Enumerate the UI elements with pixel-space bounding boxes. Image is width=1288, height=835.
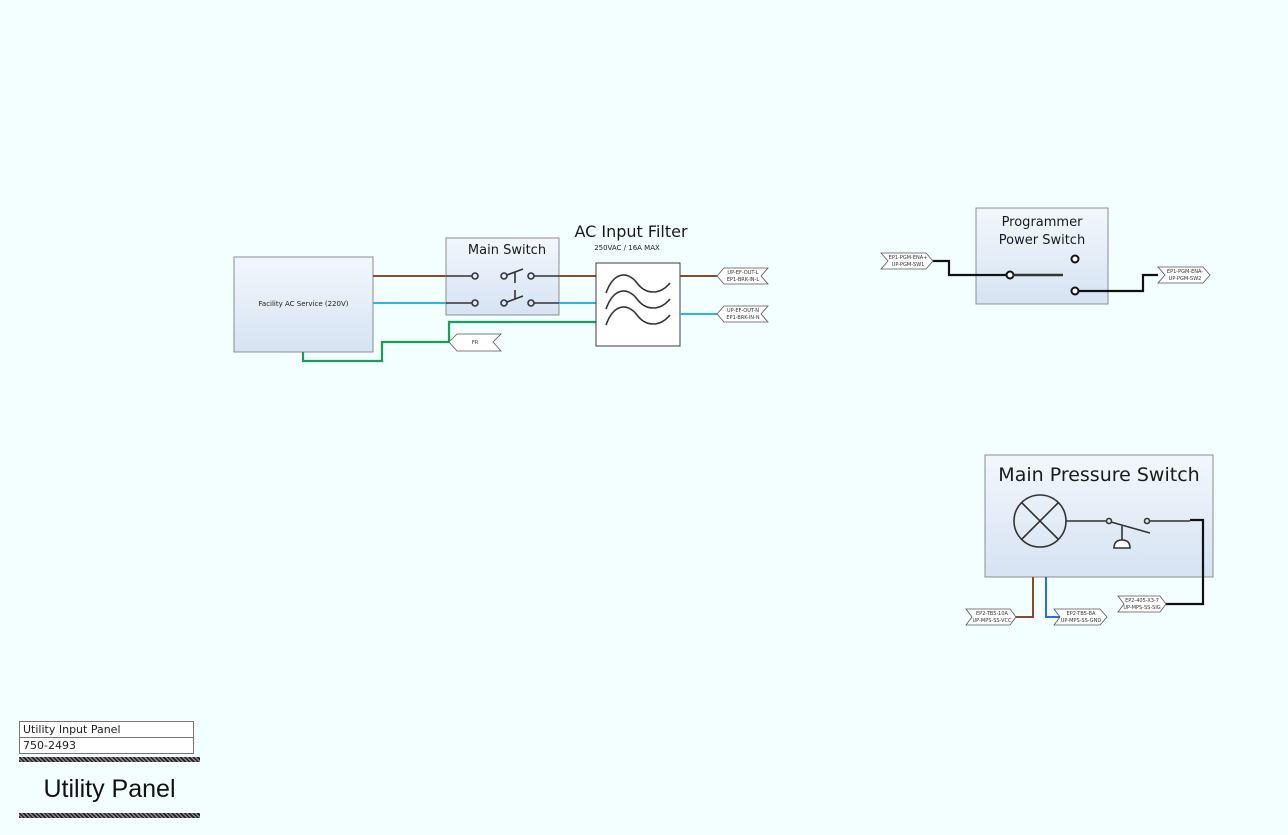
connector-mps-sig-line2: UP-MPS-SS-SIG [1123,605,1160,611]
wire-ground [301,320,596,363]
connector-pgm-in-line2: UP-PGM-SW1 [892,262,925,268]
programmer-switch-title-line1: Programmer [1002,215,1084,230]
connector-mps-sig[interactable]: EP2-405-X3-7 UP-MPS-SS-SIG [1117,595,1167,613]
wire-mps-signal [1166,518,1205,606]
switch-pole-line-icon [446,268,559,283]
connector-mps-gnd[interactable]: EP2-TB5-8A UP-MPS-SS-GND [1053,608,1108,626]
connector-mps-gnd-line2: UP-MPS-SS-GND [1061,618,1102,624]
pressure-switch-title: Main Pressure Switch [998,464,1199,486]
connector-filter-out-n-line2: EP1-BRK-IN-N [726,315,759,321]
connector-mps-vcc-line2: UP-MPS-SS-VCC [973,618,1012,624]
hatch-divider-top [19,757,200,762]
programmer-power-switch-block[interactable]: Programmer Power Switch [975,207,1109,305]
switch-pole-neutral-icon [446,290,559,307]
filter-wave-icon [605,274,671,326]
main-switch-title: Main Switch [468,243,546,258]
connector-filter-out-n-line1: UP-EF-OUT-N [727,308,759,314]
pressure-switch-icon [1066,517,1190,549]
connector-mps-vcc[interactable]: EP2-TB5-10A UP-MPS-SS-VCC [965,608,1017,626]
connector-filter-out-l-line1: UP-EF-OUT-L [727,270,758,276]
drawing-title: Utility Panel [43,775,176,803]
main-switch-block[interactable]: Main Switch [445,237,560,316]
title-block-table: Utility Input Panel 750-2493 [19,721,194,754]
main-pressure-switch-block[interactable]: Main Pressure Switch [984,454,1214,578]
wire-mps-vcc [1016,577,1034,618]
hatch-divider-bottom [19,813,200,818]
ac-filter-rating: 250VAC / 16A MAX [594,244,660,252]
title-block: Utility Input Panel 750-2493 Utility Pan… [19,721,200,818]
connector-pgm-in-line1: EP1-PGM-ENA+ [889,255,928,261]
connector-mps-gnd-line1: EP2-TB5-8A [1067,611,1096,617]
connector-filter-out-n[interactable]: UP-EF-OUT-N EP1-BRK-IN-N [716,305,769,323]
connector-pgm-out-line2: UP-PGM-SW2 [1169,276,1202,282]
drawing-number: 750-2493 [20,737,193,753]
wire-pgm-out [1078,273,1158,293]
ac-filter-title: AC Input Filter [574,222,687,241]
connector-fr[interactable]: FR [448,333,502,352]
facility-ac-service-block[interactable]: Facility AC Service (220V) [233,256,374,353]
connector-pgm-in[interactable]: EP1-PGM-ENA+ UP-PGM-SW1 [880,252,934,270]
ac-input-filter-block[interactable]: AC Input Filter 250VAC / 16A MAX [574,222,688,347]
drawing-name: Utility Input Panel [23,723,121,736]
connector-mps-vcc-line1: EP2-TB5-10A [976,611,1009,617]
connector-filter-out-l-line2: EP1-BRK-IN-L [727,277,759,283]
connector-pgm-out-line1: EP1-PGM-ENA- [1167,269,1203,275]
wire-mps-gnd [1045,577,1060,618]
connector-mps-sig-line1: EP2-405-X3-7 [1125,598,1159,604]
facility-ac-service-label: Facility AC Service (220V) [259,300,349,308]
connector-fr-label: FR [472,340,479,346]
wire-pgm-in [933,259,1007,277]
programmer-switch-title-line2: Power Switch [999,233,1085,248]
connector-pgm-out[interactable]: EP1-PGM-ENA- UP-PGM-SW2 [1157,266,1211,284]
connector-filter-out-l[interactable]: UP-EF-OUT-L EP1-BRK-IN-L [716,267,769,285]
